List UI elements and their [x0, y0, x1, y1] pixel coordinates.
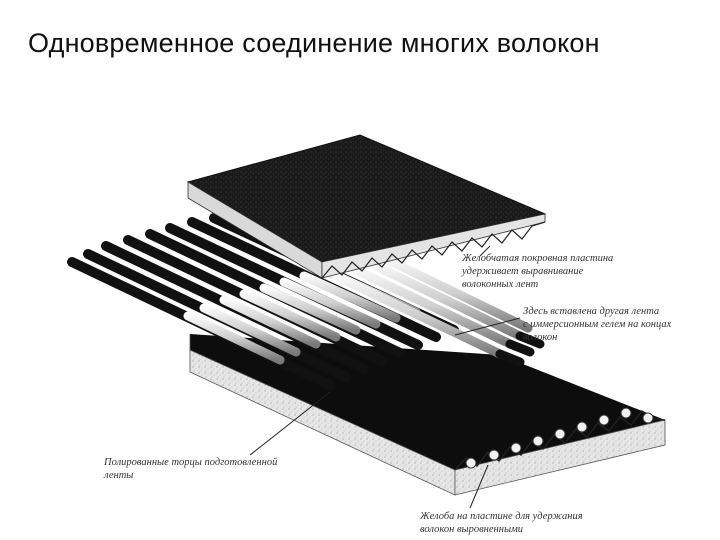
slide-title: Одновременное соединение многих волокон	[28, 28, 600, 58]
callout-cover-plate: Желобчатая покровная пластина удерживает…	[462, 253, 614, 290]
base-plate	[189, 334, 666, 496]
fiber-ends-in-grooves	[465, 407, 654, 469]
cover-plate	[186, 134, 547, 279]
callout-polished-ends: Полированные торцы подготовленной ленты	[104, 457, 278, 481]
callout-second-tape: Здесь вставлена другая лента с иммерсион…	[523, 306, 672, 343]
fiber-ribbon-right	[331, 253, 545, 367]
callout-leaders	[249, 245, 521, 509]
callout-plate-grooves: Желоба на пластине для удержания волокон…	[420, 511, 583, 535]
